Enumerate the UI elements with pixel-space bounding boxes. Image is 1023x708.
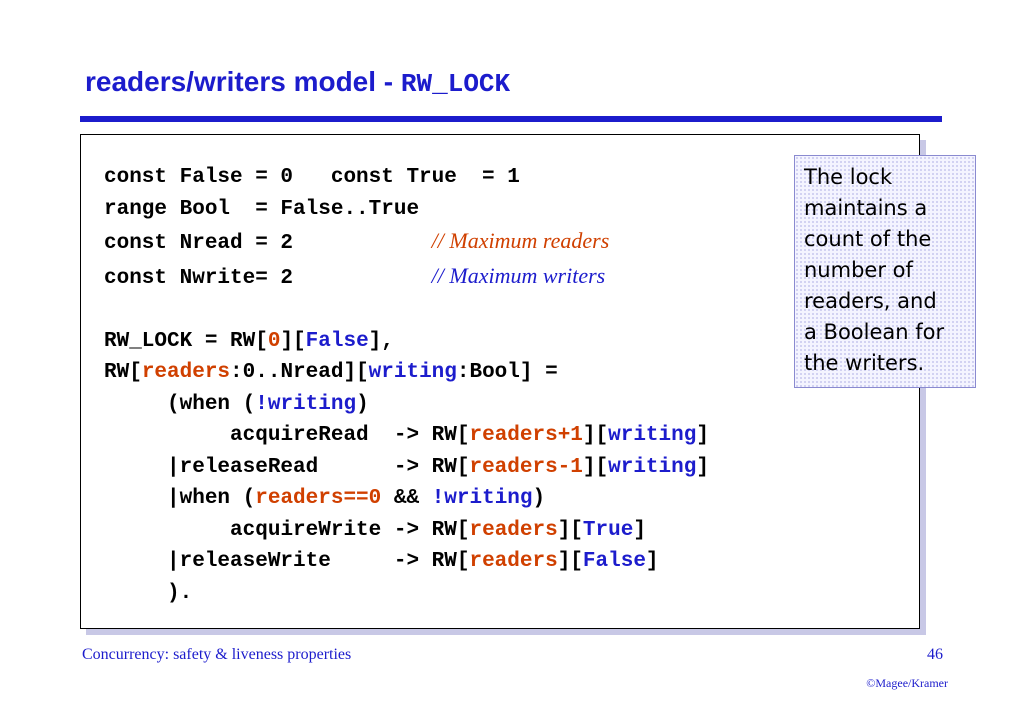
- code-token: |releaseWrite -> RW[: [167, 550, 470, 573]
- code-token: ): [356, 392, 369, 416]
- code-token: RW_LOCK = RW[: [104, 329, 268, 353]
- code-token: ],: [368, 329, 394, 353]
- note-line: maintains a: [804, 196, 928, 220]
- slide-title-code: RW_LOCK: [400, 69, 511, 99]
- code-token: ]: [645, 550, 659, 573]
- code-token: writing: [608, 455, 697, 479]
- code-token: :0..Nread][: [230, 361, 369, 384]
- slide-title: readers/writers model - RW_LOCK: [85, 66, 510, 99]
- code-token: False: [582, 550, 646, 573]
- code-token: (when (: [167, 392, 256, 416]
- comment-max-writers: // Maximum writers: [431, 262, 606, 288]
- code-token: writing: [368, 361, 457, 384]
- note-line: number of: [804, 258, 913, 282]
- footer-copyright: ©Magee/Kramer: [866, 676, 948, 690]
- footer-course: Concurrency: safety & liveness propertie…: [82, 646, 352, 663]
- code-token: RW[: [104, 361, 142, 384]
- note-line: The lock: [804, 165, 893, 189]
- code-token: readers: [469, 518, 558, 542]
- code-box: [80, 134, 920, 629]
- note-line: a Boolean for: [804, 320, 945, 344]
- code-line-2: range Bool = False..True: [104, 197, 420, 221]
- code-line-3: const Nread = 2: [104, 232, 294, 255]
- code-token: ]: [696, 455, 709, 479]
- comment-max-readers: // Maximum readers: [431, 228, 610, 253]
- code-token: ]: [696, 424, 709, 447]
- code-token: ][: [582, 424, 609, 447]
- code-token: &&: [381, 487, 432, 510]
- code-token: readers==0: [255, 487, 382, 510]
- code-token: ][: [557, 550, 583, 573]
- title-rule: [80, 116, 942, 122]
- code-line-4: const Nwrite= 2: [104, 266, 294, 290]
- code-token: ][: [582, 455, 609, 479]
- code-token: !writing: [431, 487, 533, 510]
- code-token: readers+1: [469, 424, 583, 447]
- note-line: count of the: [804, 227, 932, 251]
- code-token: ): [532, 487, 546, 510]
- code-token: True: [582, 518, 634, 542]
- code-token: ]: [633, 518, 646, 542]
- fsp-code: const False = 0 const True = 1 range Boo…: [104, 162, 709, 609]
- code-token: readers: [141, 361, 231, 384]
- code-token: !writing: [255, 392, 357, 416]
- code-token: ][: [557, 518, 583, 542]
- code-token: |releaseRead -> RW[: [167, 455, 470, 479]
- code-token: :Bool] =: [456, 361, 558, 384]
- code-line-1: const False = 0 const True = 1: [104, 166, 520, 189]
- note-line: readers, and: [804, 289, 937, 313]
- slide-title-text: readers/writers model -: [85, 66, 401, 97]
- code-token: acquireWrite -> RW[: [230, 518, 470, 542]
- code-token: readers-1: [469, 455, 583, 479]
- footer-page-number: 46: [927, 646, 943, 663]
- code-token: acquireRead -> RW[: [230, 424, 470, 447]
- note-line: the writers.: [804, 351, 925, 375]
- code-token: 0: [267, 329, 281, 353]
- code-token: ][: [280, 329, 306, 353]
- code-token: writing: [608, 424, 697, 447]
- code-token: |when (: [167, 487, 256, 510]
- code-token: False: [305, 329, 369, 353]
- code-line-14: ).: [167, 581, 193, 605]
- note-box: The lock maintains a count of the number…: [794, 155, 976, 388]
- code-token: readers: [469, 550, 558, 573]
